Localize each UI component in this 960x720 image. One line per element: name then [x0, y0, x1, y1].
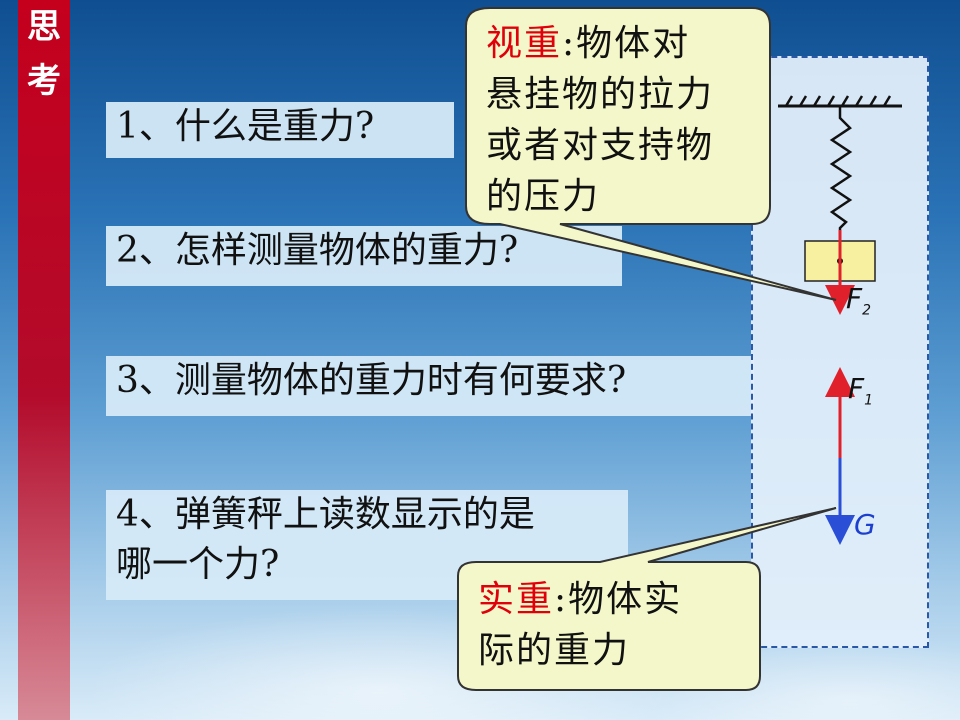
callout-actual-bubble: [457, 507, 837, 691]
ceiling-icon: [778, 95, 902, 108]
callout-actual-term: 实重: [478, 579, 555, 620]
force-g-label: G: [854, 508, 876, 541]
side-bar: 思 考: [18, 0, 70, 720]
force-f2-label: F2: [846, 282, 872, 319]
callout-apparent-line-1: 视重:物体对: [486, 23, 691, 64]
callout-apparent-line-3: 或者对支持物: [486, 125, 715, 166]
question-4-line-1: 4、弹簧秤上读数显示的是: [116, 494, 535, 535]
side-label-1: 思: [27, 7, 61, 47]
side-label-2: 考: [27, 61, 61, 101]
callout-apparent-term: 视重: [486, 23, 563, 64]
callout-actual-line-2: 际的重力: [478, 630, 631, 671]
callout-actual-line-1: 实重:物体实: [478, 579, 683, 620]
force-f1-label: F1: [848, 372, 874, 409]
question-2: 2、怎样测量物体的重力?: [106, 226, 622, 286]
callout-apparent-text: 视重:物体对 悬挂物的拉力 或者对支持物 的压力: [486, 18, 714, 222]
callout-apparent-line-2: 悬挂物的拉力: [486, 74, 715, 115]
callout-actual-text: 实重:物体实 际的重力: [478, 574, 682, 676]
question-1: 1、什么是重力?: [106, 102, 454, 158]
diagram-panel: [751, 56, 929, 648]
question-3: 3、测量物体的重力时有何要求?: [106, 356, 754, 416]
callout-apparent-line-4: 的压力: [486, 176, 601, 217]
spring-icon: [829, 106, 853, 242]
question-4-line-2: 哪一个力?: [116, 544, 280, 585]
callout-apparent-bubble: [465, 7, 837, 301]
